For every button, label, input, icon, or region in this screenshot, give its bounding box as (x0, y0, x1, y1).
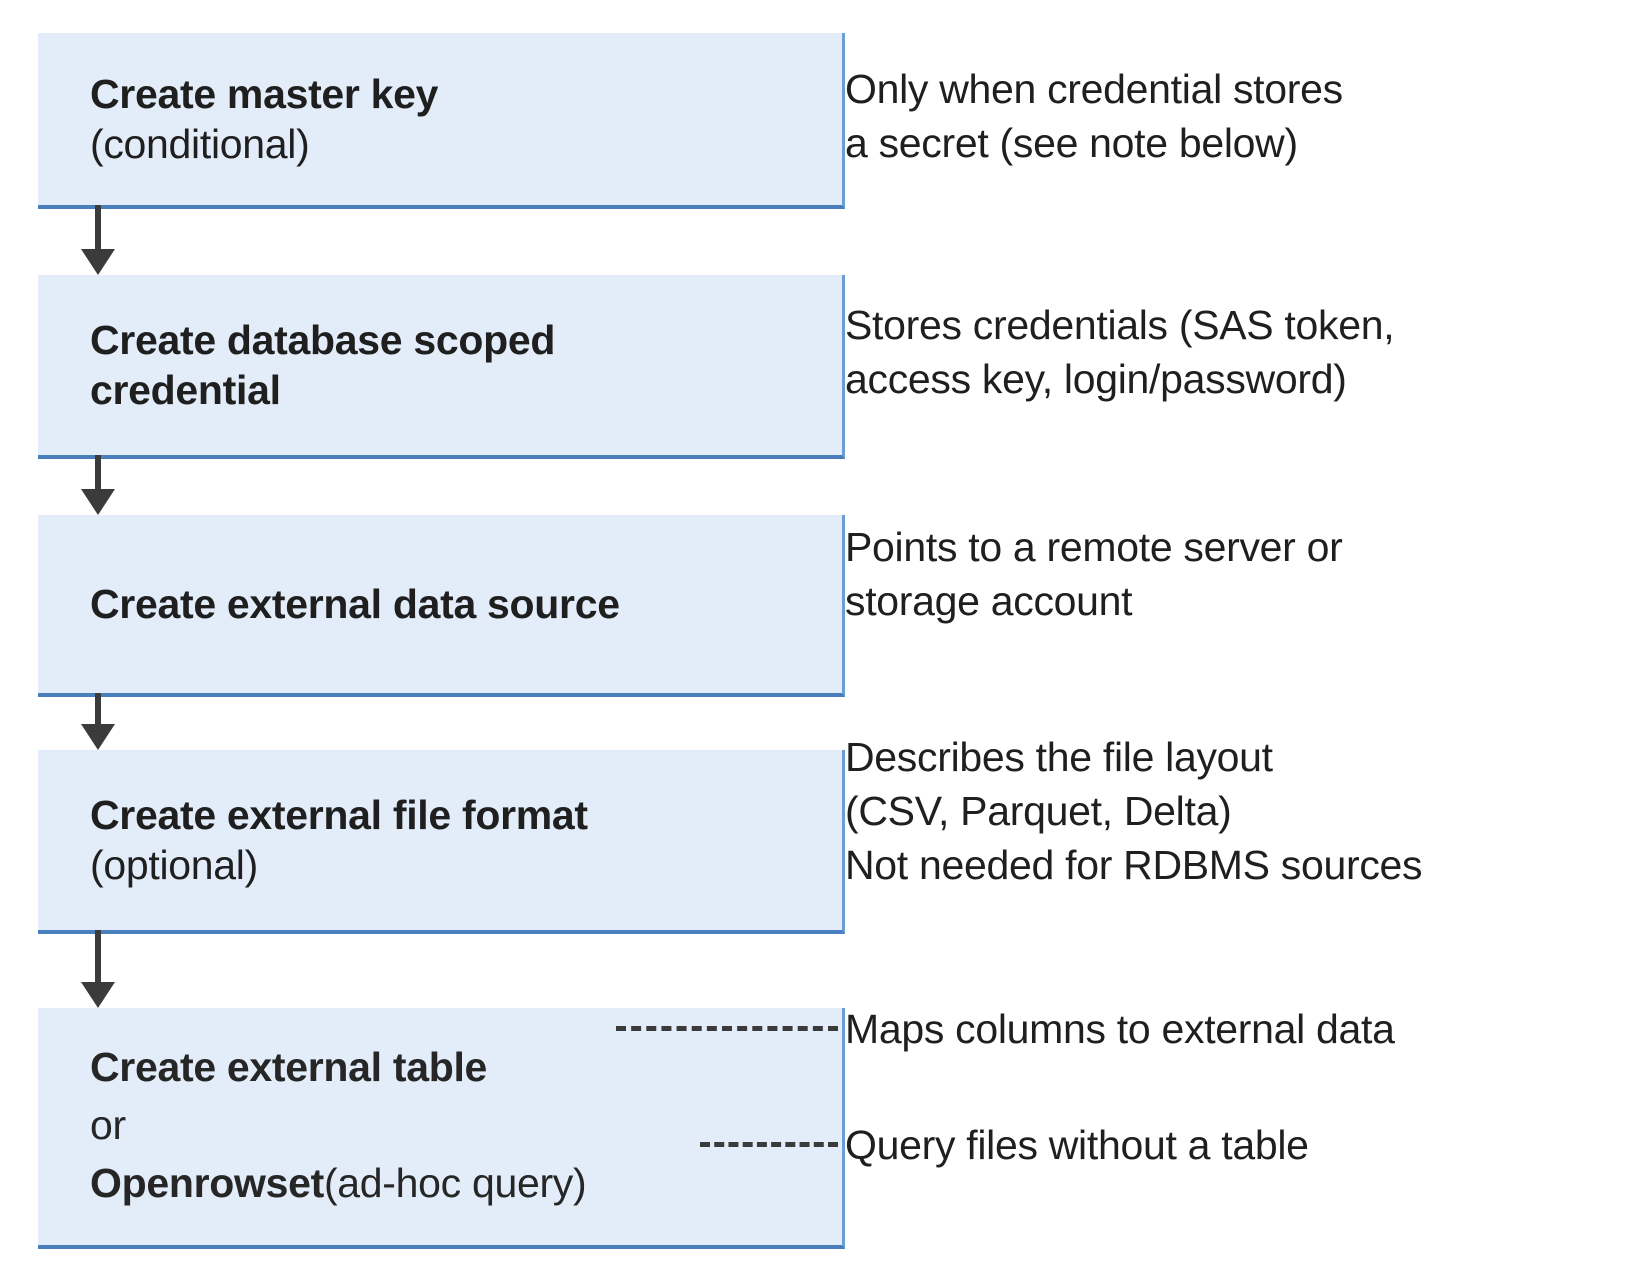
step-title: Create external data source (90, 580, 620, 627)
dashed-connector-external-table (616, 1026, 838, 1031)
step-box-create-external-file-format[interactable]: Create external file format (optional) (38, 750, 845, 934)
arrow-head-icon (81, 724, 115, 750)
step-title: Create external file format (90, 791, 588, 838)
flow-arrow-3 (81, 693, 115, 750)
flow-arrow-1 (81, 205, 115, 275)
flow-arrow-4 (81, 930, 115, 1008)
final-step-title-openrowset: Openrowset (90, 1159, 324, 1206)
arrow-head-icon (81, 249, 115, 275)
step-box-create-database-scoped-credential[interactable]: Create database scoped credential (38, 275, 845, 459)
final-step-openrowset-qualifier: (ad-hoc query) (323, 1159, 587, 1206)
step-box-create-external-data-source[interactable]: Create external data source (38, 515, 845, 697)
flow-arrow-2 (81, 455, 115, 515)
final-step-note-external-table: Maps columns to external data (845, 1005, 1395, 1052)
final-step-title-table: Create external table (90, 1043, 488, 1090)
final-step-line-or: or (90, 1096, 828, 1154)
dashed-connector-openrowset (700, 1142, 838, 1147)
final-step-or-label: or (90, 1101, 126, 1148)
arrow-head-icon (81, 982, 115, 1008)
arrow-shaft (95, 205, 101, 251)
step-box-create-external-table-or-openrowset[interactable]: Create external table or Openrowset (ad-… (38, 1008, 845, 1249)
step-note-create-external-data-source: Points to a remote server or storage acc… (845, 524, 1343, 625)
step-box-create-master-key[interactable]: Create master key (conditional) (38, 33, 845, 209)
step-subtitle: (conditional) (90, 121, 310, 167)
final-step-note-openrowset: Query files without a table (845, 1121, 1309, 1168)
arrow-head-icon (81, 489, 115, 515)
step-subtitle: (optional) (90, 842, 258, 888)
step-note-create-external-file-format: Describes the file layout (CSV, Parquet,… (845, 734, 1423, 889)
step-note-create-master-key: Only when credential stores a secret (se… (845, 66, 1343, 167)
step-note-create-database-scoped-credential: Stores credentials (SAS token, access ke… (845, 302, 1395, 403)
step-title: Create database scoped credential (90, 316, 556, 413)
arrow-shaft (95, 455, 101, 491)
final-step-line-create-external-table: Create external table (90, 1038, 828, 1096)
final-step-line-openrowset: Openrowset (ad-hoc query) (90, 1154, 828, 1212)
step-title: Create master key (90, 70, 439, 117)
arrow-shaft (95, 693, 101, 726)
arrow-shaft (95, 930, 101, 984)
